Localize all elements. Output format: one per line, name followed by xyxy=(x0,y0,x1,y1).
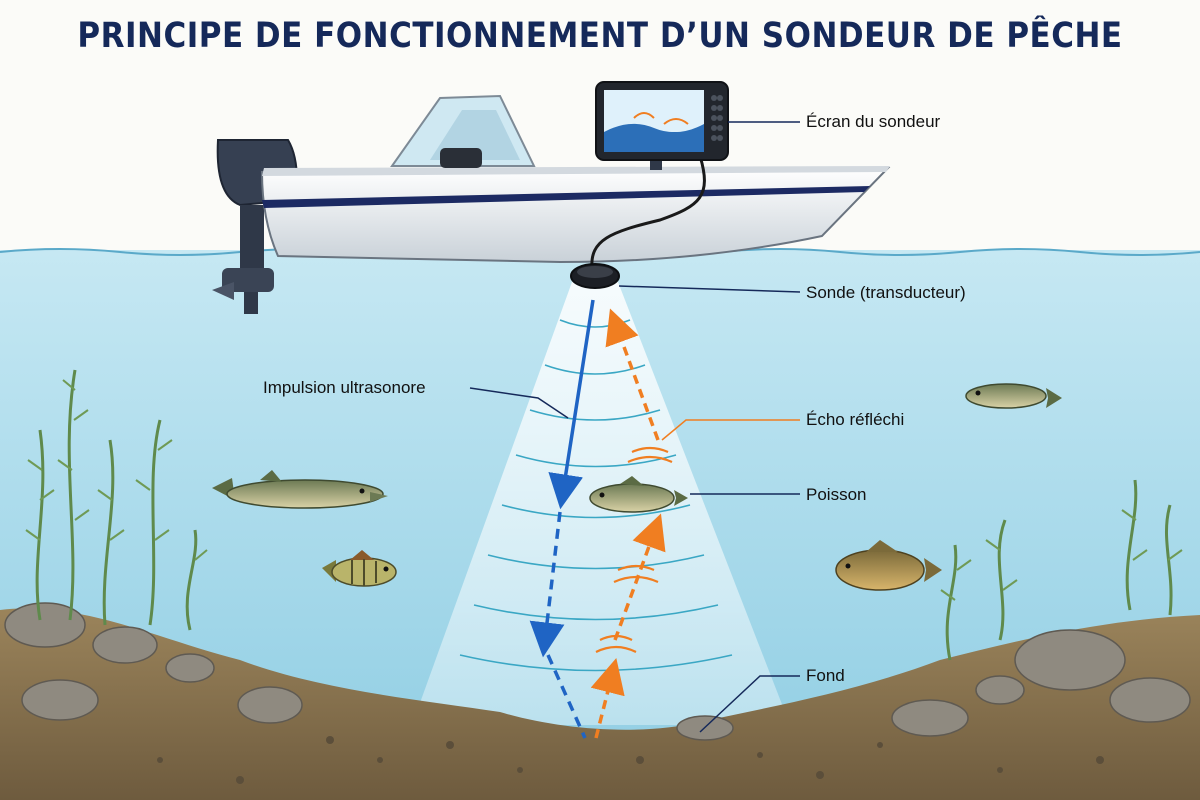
echo-arrow-dashed xyxy=(613,513,666,641)
label-transducer: Sonde (transducteur) xyxy=(806,283,966,302)
page-title: PRINCIPE DE FONCTIONNEMENT D’UN SONDEUR … xyxy=(77,15,1123,57)
rock-icon xyxy=(4,602,1191,741)
seabed xyxy=(0,608,1200,800)
pulse-arrow xyxy=(548,299,595,510)
label-fish: Poisson xyxy=(806,485,867,504)
label-screen: Écran du sondeur xyxy=(806,112,941,131)
echo-arrow xyxy=(605,308,660,441)
sonar-screen-icon xyxy=(595,81,729,161)
leader-lines xyxy=(469,121,801,733)
label-bottom: Fond xyxy=(806,666,845,685)
perch-fish-icon xyxy=(322,550,397,587)
fish-icon xyxy=(965,383,1062,409)
water-plant-leaves xyxy=(940,509,1183,601)
label-pulse: Impulsion ultrasonore xyxy=(263,378,426,397)
pike-fish-icon xyxy=(212,470,388,509)
pulse-arrow-dashed xyxy=(529,511,565,658)
transducer-cable xyxy=(590,155,706,269)
echo-wave-arcs xyxy=(595,446,673,653)
water-plant-icon xyxy=(35,369,198,631)
echo-arrow-bottom xyxy=(590,658,625,739)
transducer-icon xyxy=(570,263,620,289)
echo-leader-line xyxy=(661,419,800,441)
fish-icon xyxy=(589,476,688,513)
pulse-arrow-bottom xyxy=(546,654,587,739)
boat-icon xyxy=(212,94,891,314)
label-echo: Écho réfléchi xyxy=(806,410,905,429)
water-plant-leaves xyxy=(25,379,208,561)
pebbles xyxy=(157,736,1104,784)
carp-fish-icon xyxy=(835,540,942,591)
